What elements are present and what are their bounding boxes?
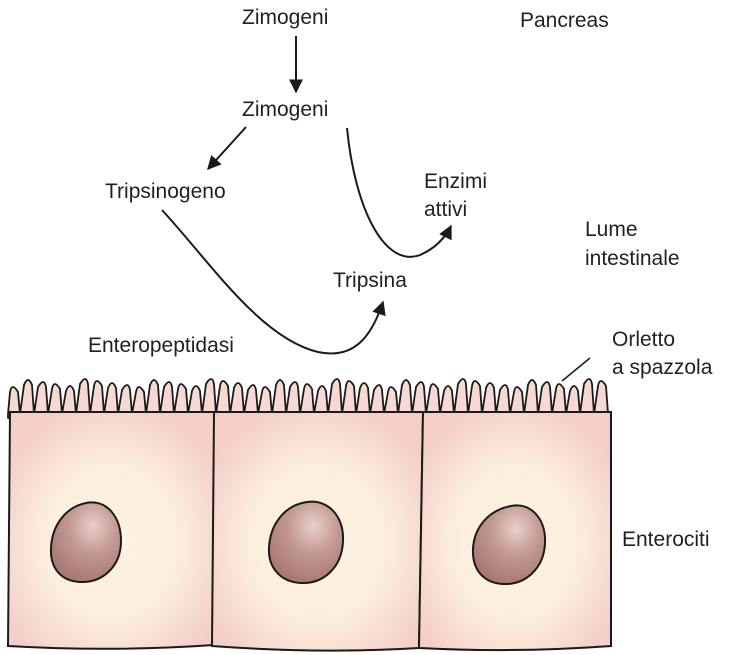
arrow-zimogeni-to-enzimi — [346, 127, 452, 258]
microvilli-outline — [7, 378, 612, 419]
leader-brush-border — [561, 357, 591, 382]
label-orletto: Orletto — [612, 328, 675, 351]
label-pancreas: Pancreas — [520, 9, 609, 32]
label-lume: Lume — [585, 218, 638, 241]
nucleus-3 — [471, 504, 547, 586]
labels: Zimogeni Pancreas Zimogeni Tripsinogeno … — [88, 6, 713, 551]
label-attivi: attivi — [424, 198, 467, 221]
label-enterociti: Enterociti — [622, 528, 710, 551]
enterocytes — [6, 378, 612, 652]
label-a-spazzola: a spazzola — [612, 356, 713, 379]
enterocyte-cell-3 — [417, 411, 612, 652]
nucleus-1 — [49, 501, 123, 584]
label-enteropeptidasi: Enteropeptidasi — [88, 334, 234, 357]
label-tripsina: Tripsina — [333, 269, 407, 292]
arrows — [161, 36, 452, 355]
enterocyte-cell-2 — [210, 411, 425, 652]
label-tripsinogeno: Tripsinogeno — [105, 180, 226, 203]
arrow-tripsinogeno-to-tripsina — [161, 209, 386, 355]
label-zimogeni-mid: Zimogeni — [242, 98, 328, 121]
arrow-zimogeni-to-tripsinogeno — [207, 126, 247, 171]
label-zimogeni-top: Zimogeni — [242, 6, 328, 29]
brush-border-microvilli — [7, 378, 612, 419]
enterocyte-cell-1 — [6, 411, 215, 650]
nucleus-2 — [267, 500, 345, 585]
label-enzimi: Enzimi — [424, 170, 487, 193]
label-intestinale: intestinale — [585, 247, 680, 270]
